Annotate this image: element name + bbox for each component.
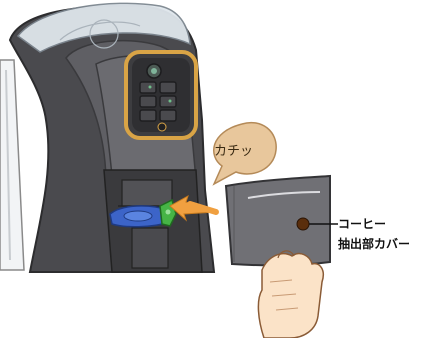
- insert-arrow-icon: [169, 194, 219, 222]
- blue-lever-part: [109, 205, 171, 228]
- coffee-extraction-cover: [224, 174, 331, 267]
- callout-line-2: 抽出部カバー: [338, 237, 411, 251]
- cover-callout-label: コーヒー 抽出部カバー: [338, 214, 438, 254]
- click-sound-bubble: [212, 121, 277, 186]
- control-panel: [124, 50, 198, 140]
- click-sound-text: カチッ: [214, 144, 254, 159]
- hand-illustration: [257, 250, 324, 339]
- bottom-button-icon: [157, 122, 167, 132]
- callout-line-1: コーヒー: [338, 217, 387, 231]
- water-tank: [0, 59, 25, 271]
- callout-pointer: [296, 217, 338, 231]
- button-grid: [139, 81, 177, 122]
